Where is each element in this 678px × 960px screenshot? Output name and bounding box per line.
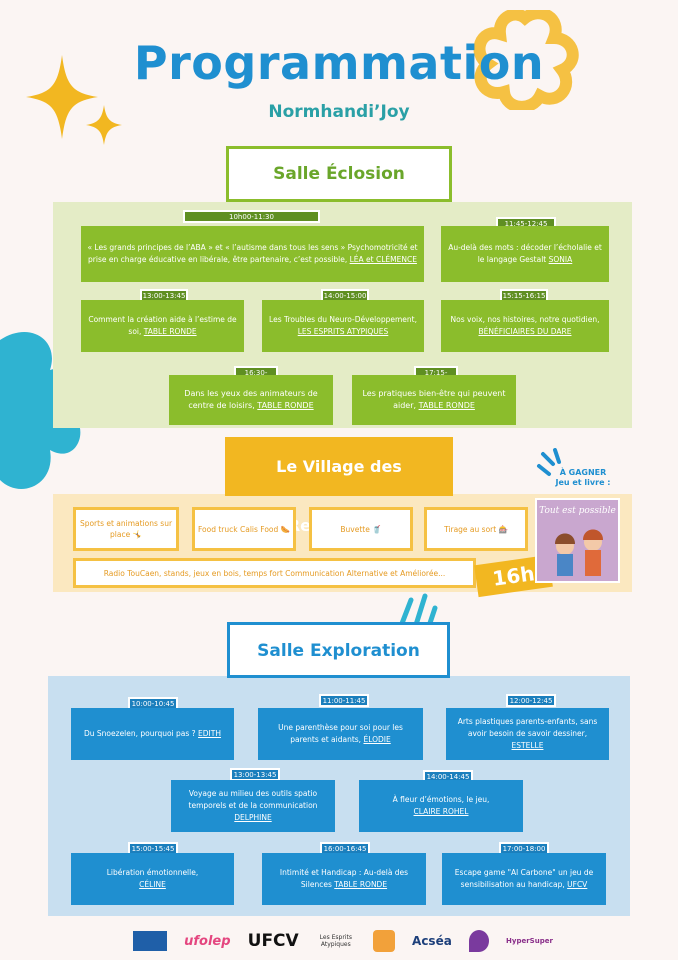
session-text: Une parenthèse pour soi pour les parents… bbox=[278, 723, 403, 744]
session-text: Arts plastiques parents-enfants, sans av… bbox=[457, 717, 598, 738]
session-card: Au-delà des mots : décoder l’écholalie e… bbox=[441, 226, 609, 282]
village-item: Food truck Calis Food 🌭 bbox=[192, 507, 296, 551]
session-speaker: CÉLINE bbox=[139, 880, 166, 889]
village-banner: Radio TouCaen, stands, jeux en bois, tem… bbox=[73, 558, 476, 588]
session-text: Dans les yeux des animateurs de centre d… bbox=[184, 389, 318, 410]
session-text: À fleur d’émotions, le jeu, bbox=[392, 795, 490, 804]
session-speaker: TABLE RONDE bbox=[257, 401, 314, 410]
session-text: Comment la création aide à l’estime de s… bbox=[88, 315, 237, 336]
sponsor-logo: Acséa bbox=[412, 934, 452, 948]
session-card: Libération émotionnelle, CÉLINE bbox=[71, 853, 234, 905]
session-card: Les pratiques bien-être qui peuvent aide… bbox=[352, 375, 516, 425]
prize-heading: À GAGNER bbox=[559, 468, 607, 477]
session-text: Nos voix, nos histoires, notre quotidien… bbox=[450, 315, 600, 324]
session-text: Au-delà des mots : décoder l’écholalie e… bbox=[448, 243, 602, 264]
sparkle-icon bbox=[26, 55, 122, 145]
village-item: Tirage au sort 🎰 bbox=[424, 507, 528, 551]
session-card: Du Snoezelen, pourquoi pas ? EDITH bbox=[71, 708, 234, 760]
session-text: Du Snoezelen, pourquoi pas ? bbox=[84, 729, 196, 738]
session-card: Escape game "Al Carbone" un jeu de sensi… bbox=[442, 853, 606, 905]
page-title: Programmation bbox=[133, 36, 545, 90]
session-card: Les Troubles du Neuro-Développement, LES … bbox=[262, 300, 424, 352]
session-speaker: BÉNÉFICIAIRES DU DARE bbox=[478, 327, 572, 336]
session-speaker: ÉLODIE bbox=[363, 735, 391, 744]
exploration-title: Salle Exploration bbox=[227, 622, 450, 678]
session-card: Voyage au milieu des outils spatio tempo… bbox=[171, 780, 335, 832]
session-text: « Les grands principes de l’ABA » et « l… bbox=[87, 243, 418, 264]
prize-subheading: Jeu et livre : bbox=[555, 478, 611, 487]
yellow-flower-decoration bbox=[473, 10, 579, 110]
session-card: Dans les yeux des animateurs de centre d… bbox=[169, 375, 333, 425]
session-text: Libération émotionnelle, bbox=[106, 868, 199, 877]
session-text: Les pratiques bien-être qui peuvent aide… bbox=[362, 389, 506, 410]
session-speaker: LES ESPRITS ATYPIQUES bbox=[297, 327, 389, 336]
sponsor-logo bbox=[133, 931, 167, 951]
session-card: Nos voix, nos histoires, notre quotidien… bbox=[441, 300, 609, 352]
session-card: Comment la création aide à l’estime de s… bbox=[81, 300, 244, 352]
session-time: 10h00-11:30 bbox=[183, 210, 320, 223]
session-text: Les Troubles du Neuro-Développement, bbox=[269, 315, 417, 324]
session-card: Intimité et Handicap : Au-delà des Silen… bbox=[262, 853, 426, 905]
village-title: Le Village des Rencontres bbox=[225, 437, 453, 535]
session-card: Arts plastiques parents-enfants, sans av… bbox=[446, 708, 609, 760]
sponsor-logo: UFCV bbox=[247, 931, 299, 951]
sponsor-logo bbox=[468, 930, 489, 952]
session-speaker: TABLE RONDE bbox=[418, 401, 475, 410]
session-card: Une parenthèse pour soi pour les parents… bbox=[258, 708, 423, 760]
sponsor-logo: ufolep bbox=[184, 933, 231, 949]
sparkle-lines-decoration bbox=[537, 448, 561, 476]
sponsor-logo: HyperSuper bbox=[506, 937, 553, 945]
session-time: 12:00-12:45 bbox=[506, 694, 556, 707]
session-text: Escape game "Al Carbone" un jeu de sensi… bbox=[454, 868, 594, 889]
session-speaker: EDITH bbox=[198, 729, 221, 738]
prize-label: À GAGNER Jeu et livre : bbox=[548, 468, 618, 488]
book-cover-image: Tout est possible bbox=[535, 498, 620, 583]
session-speaker: DELPHINE bbox=[234, 813, 272, 822]
book-title: Tout est possible bbox=[539, 506, 616, 516]
sponsor-logo bbox=[372, 930, 395, 952]
session-time: 11:00-11:45 bbox=[319, 694, 369, 707]
village-item: Buvette 🥤 bbox=[309, 507, 413, 551]
sponsor-logo: Les Esprits Atypiques bbox=[319, 934, 352, 948]
session-time: 16:00-16:45 bbox=[320, 842, 370, 855]
page-subtitle: Normhandi’Joy bbox=[268, 102, 410, 122]
session-speaker: ESTELLE bbox=[511, 741, 544, 750]
session-speaker: TABLE RONDE bbox=[143, 327, 197, 336]
sponsor-logos: ufolep UFCV Les Esprits Atypiques Acséa … bbox=[133, 926, 553, 956]
session-speaker: TABLE RONDE bbox=[334, 880, 388, 889]
session-speaker: LÉA et CLÉMENCE bbox=[349, 255, 417, 264]
session-card: À fleur d’émotions, le jeu, CLAIRE ROHEL bbox=[359, 780, 523, 832]
session-speaker: UFCV bbox=[567, 880, 588, 889]
session-card: « Les grands principes de l’ABA » et « l… bbox=[81, 226, 424, 282]
eclosion-title: Salle Éclosion bbox=[226, 146, 452, 202]
session-text: Intimité et Handicap : Au-delà des Silen… bbox=[279, 868, 409, 889]
session-text: Voyage au milieu des outils spatio tempo… bbox=[188, 789, 318, 810]
session-speaker: SONIA bbox=[548, 255, 573, 264]
village-item: Sports et animations sur place 🤸 bbox=[73, 507, 179, 551]
book-illustration bbox=[555, 529, 603, 576]
session-speaker: CLAIRE ROHEL bbox=[413, 807, 469, 816]
